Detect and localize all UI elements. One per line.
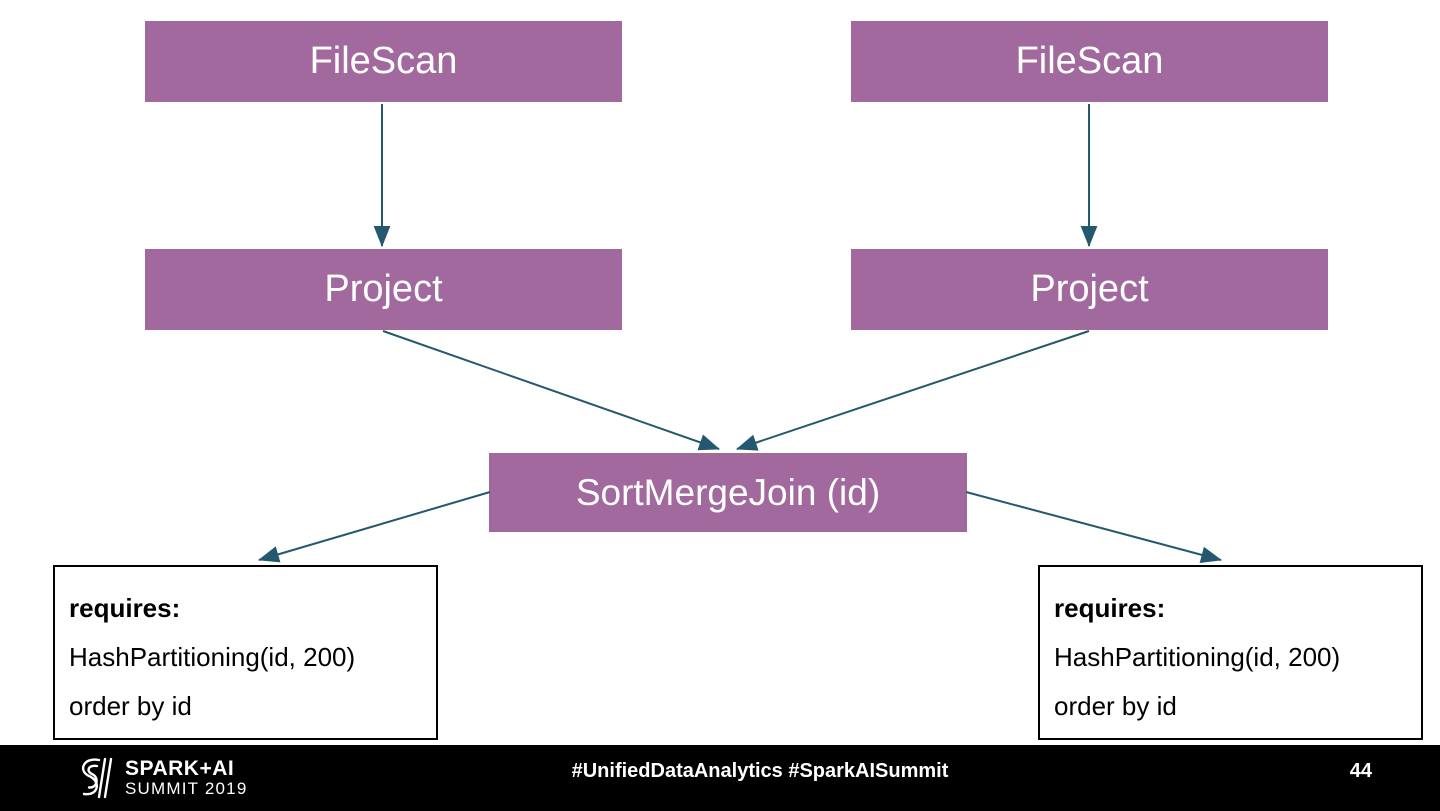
logo-title: SPARK+AI xyxy=(125,757,235,781)
requirements-title: requires: xyxy=(69,593,181,623)
node-filescan-right: FileScan xyxy=(851,21,1328,102)
requirements-box-left: requires: HashPartitioning(id, 200) orde… xyxy=(53,565,438,740)
logo-subtitle: SUMMIT 2019 xyxy=(125,779,248,799)
arrow-join-to-requirements-right xyxy=(965,491,1223,563)
spark-ai-summit-logo-icon xyxy=(81,757,113,799)
requirements-line-ordering: order by id xyxy=(1054,691,1177,721)
spark-ai-summit-logo-text: SPARK+AI SUMMIT 2019 xyxy=(125,757,248,799)
requirements-line-partitioning: HashPartitioning(id, 200) xyxy=(1054,642,1341,672)
requirements-line-ordering: order by id xyxy=(69,691,192,721)
arrow-project-right-to-join xyxy=(736,330,1090,451)
node-project-left: Project xyxy=(145,249,622,330)
footer-bar: SPARK+AI SUMMIT 2019 #UnifiedDataAnalyti… xyxy=(0,745,1440,811)
footer-hashtags: #UnifiedDataAnalytics #SparkAISummit xyxy=(571,760,949,782)
node-sortmergejoin: SortMergeJoin (id) xyxy=(489,453,967,532)
node-filescan-left: FileScan xyxy=(145,21,622,102)
node-project-right: Project xyxy=(851,249,1328,330)
page-number: 44 xyxy=(1349,760,1372,782)
arrow-join-to-requirements-left xyxy=(257,491,491,563)
requirements-box-right: requires: HashPartitioning(id, 200) orde… xyxy=(1038,565,1423,740)
requirements-line-partitioning: HashPartitioning(id, 200) xyxy=(69,642,356,672)
arrow-project-left-to-join xyxy=(382,330,720,451)
requirements-title: requires: xyxy=(1054,593,1166,623)
spark-ai-summit-logo: SPARK+AI SUMMIT 2019 xyxy=(74,756,247,800)
